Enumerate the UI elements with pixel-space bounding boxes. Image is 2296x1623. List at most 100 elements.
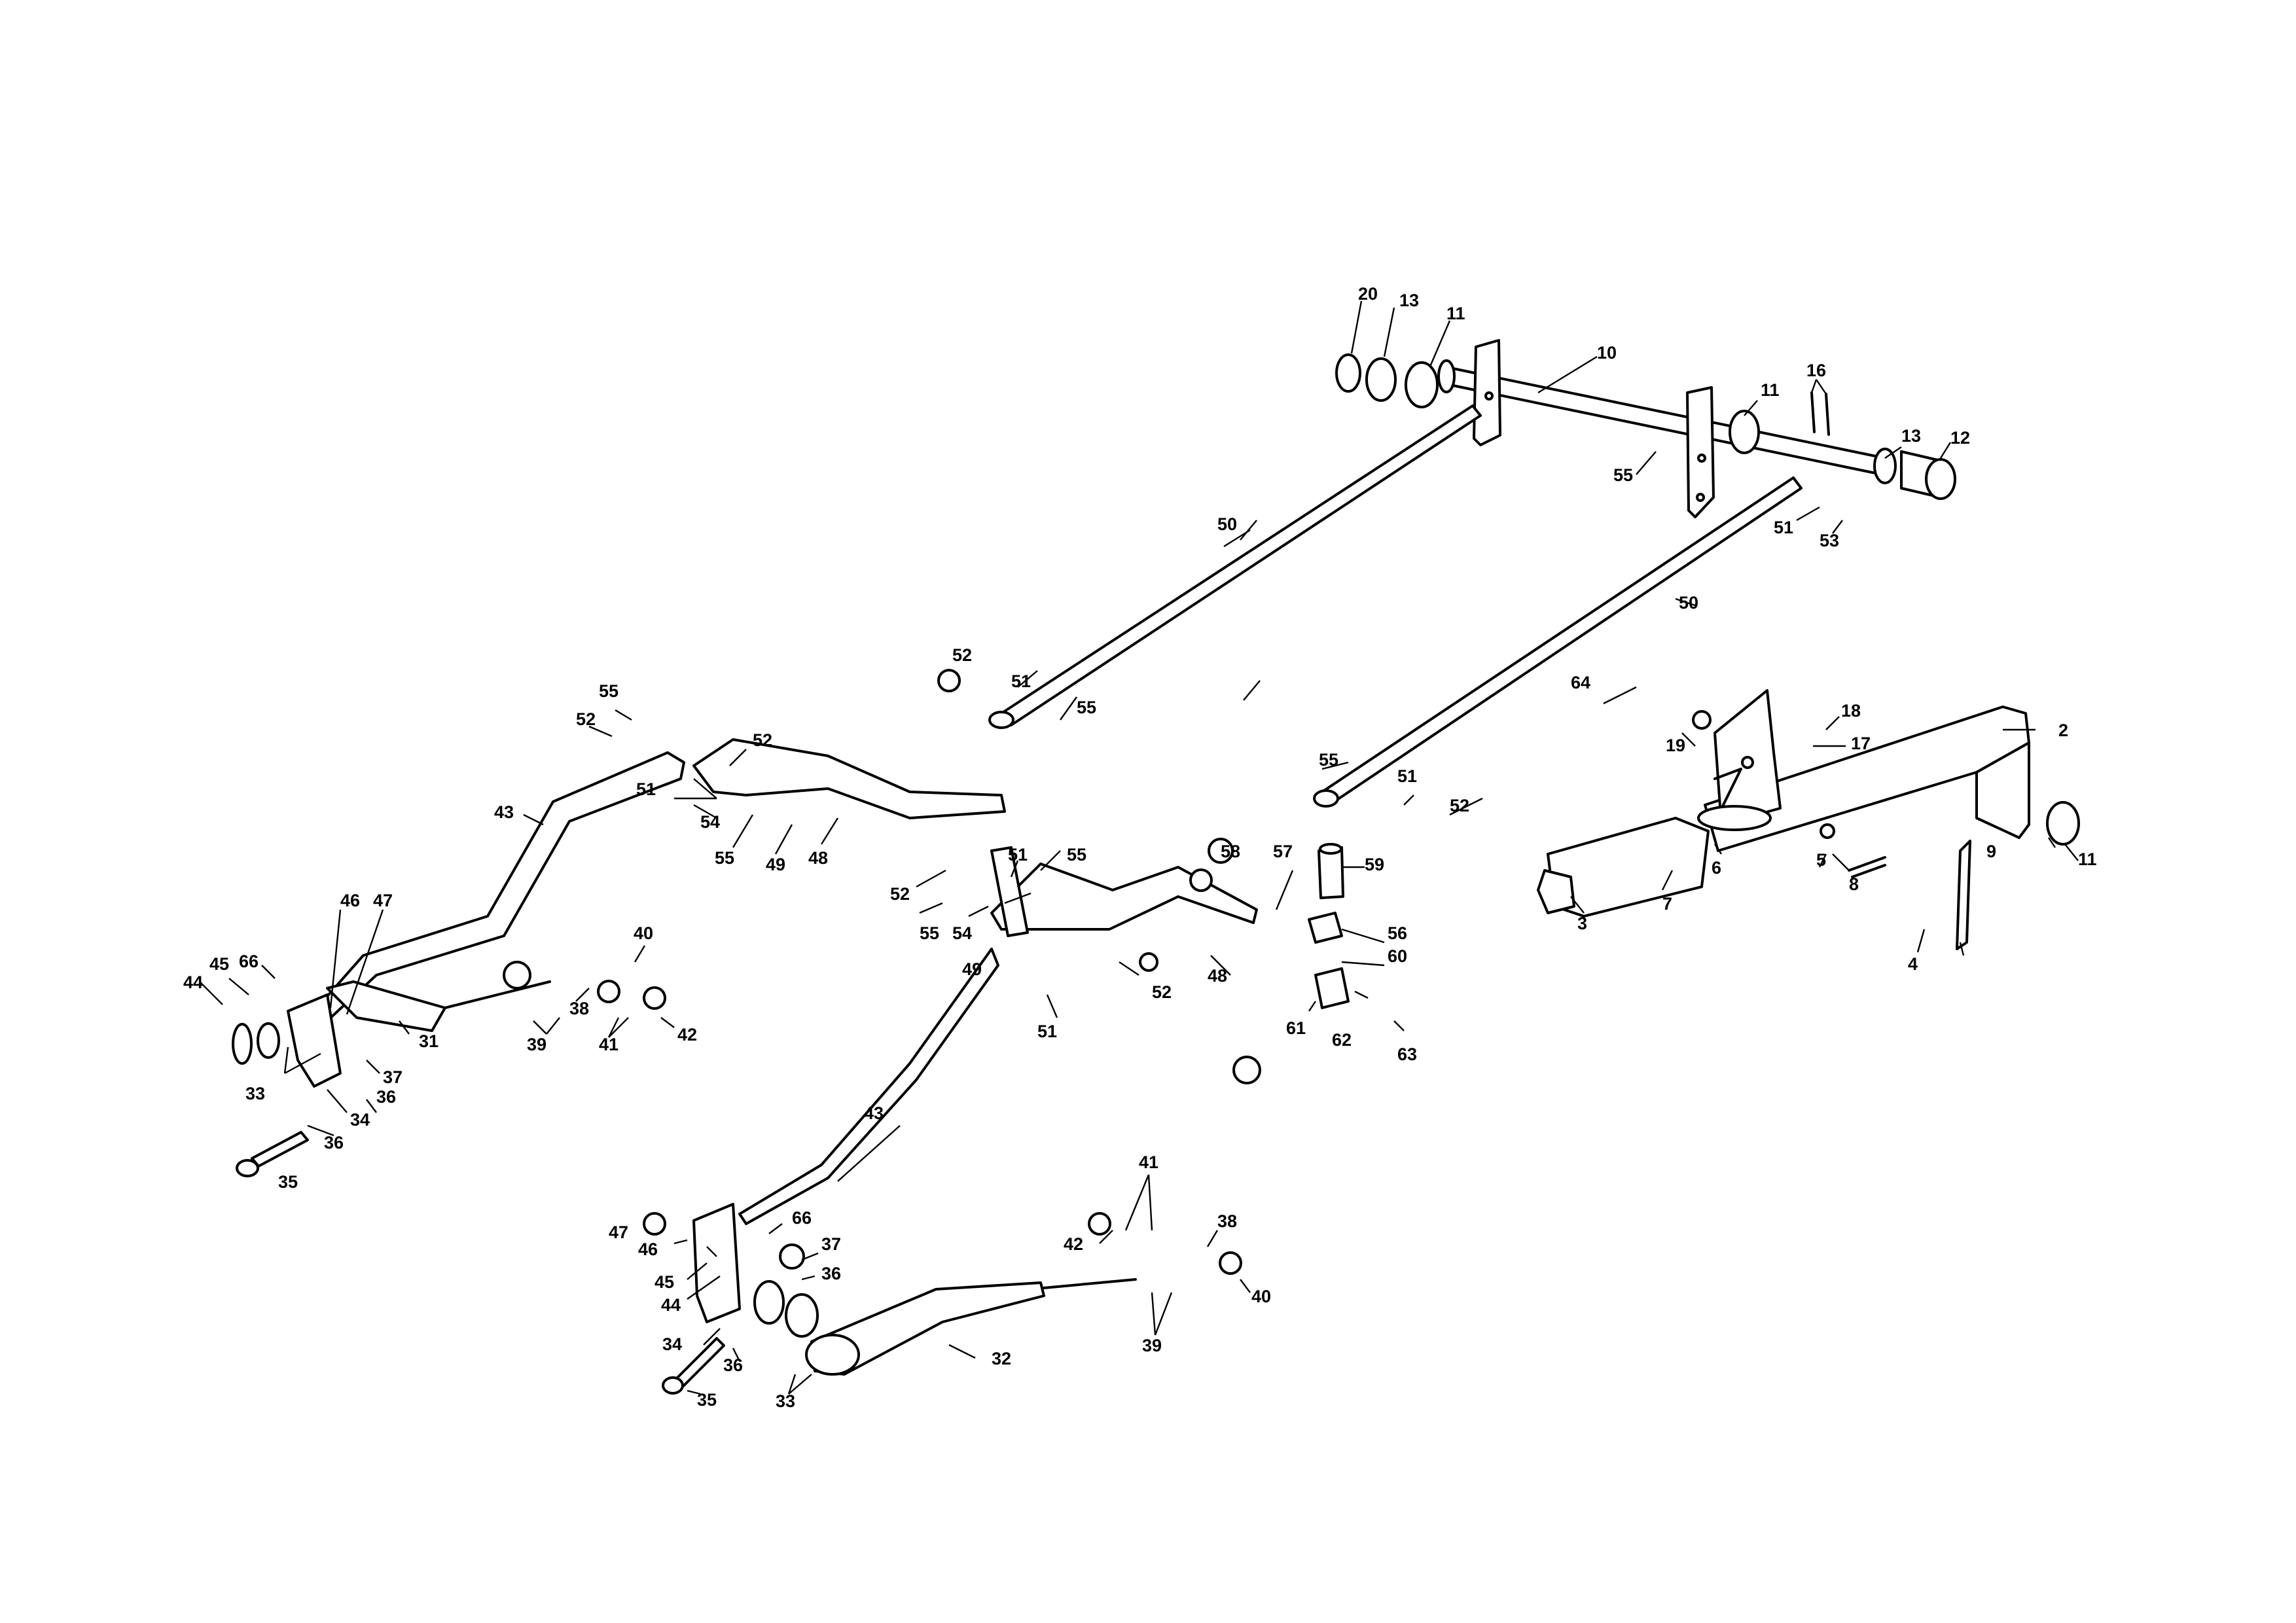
callout-4: 4 (1908, 954, 1918, 974)
callout-54: 54 (700, 812, 720, 832)
callout-41: 41 (599, 1035, 619, 1054)
shaft-assembly (1335, 339, 1956, 518)
callout-66: 66 (792, 1208, 812, 1228)
left-linkage (232, 738, 1006, 1177)
callout-50: 50 (1217, 514, 1237, 534)
callout-13: 13 (1901, 426, 1921, 446)
callout-11: 11 (2078, 849, 2097, 869)
callout-37: 37 (383, 1067, 403, 1087)
callout-2: 2 (2058, 721, 2068, 740)
callout-59: 59 (1365, 855, 1384, 874)
callout-10: 10 (1597, 343, 1617, 363)
callout-51: 51 (636, 779, 656, 799)
callout-52: 52 (753, 730, 772, 750)
callout-51: 51 (1037, 1022, 1057, 1041)
callout-44: 44 (183, 972, 203, 992)
callout-36: 36 (324, 1133, 344, 1152)
callout-51: 51 (1008, 845, 1028, 865)
callout-36: 36 (723, 1355, 743, 1375)
callout-51: 51 (1774, 518, 1793, 537)
callout-48: 48 (808, 848, 828, 868)
callout-33: 33 (245, 1084, 265, 1103)
callout-49: 49 (962, 959, 982, 979)
callout-20: 20 (1358, 284, 1378, 304)
callout-48: 48 (1208, 966, 1227, 986)
callout-40: 40 (634, 923, 653, 943)
callout-52: 52 (1152, 982, 1172, 1002)
callout-34: 34 (662, 1334, 682, 1354)
callout-39: 39 (527, 1035, 547, 1054)
callout-55: 55 (1319, 750, 1338, 770)
callout-17: 17 (1851, 734, 1871, 753)
callout-16: 16 (1806, 361, 1826, 380)
callout-49: 49 (766, 855, 785, 874)
callout-66: 66 (239, 952, 259, 971)
callout-55: 55 (599, 681, 619, 701)
callout-5: 5 (1816, 850, 1826, 870)
callout-19: 19 (1666, 736, 1685, 755)
callout-55: 55 (1613, 465, 1633, 485)
callout-61: 61 (1286, 1018, 1306, 1038)
callout-55: 55 (1077, 698, 1096, 717)
leader-lines (199, 300, 2079, 1395)
callout-13: 13 (1399, 291, 1419, 310)
callout-6: 6 (1712, 858, 1721, 878)
callout-63: 63 (1397, 1044, 1417, 1064)
callout-35: 35 (697, 1390, 717, 1410)
callout-55: 55 (1067, 845, 1086, 865)
callout-9: 9 (1986, 842, 1996, 861)
callout-37: 37 (821, 1234, 841, 1254)
callout-36: 36 (821, 1264, 841, 1283)
callout-46: 46 (638, 1240, 658, 1259)
callout-3: 3 (1577, 914, 1587, 933)
callout-42: 42 (1064, 1234, 1083, 1254)
callout-18: 18 (1841, 701, 1861, 721)
callout-47: 47 (373, 891, 393, 910)
fasteners (503, 669, 1772, 1275)
callout-53: 53 (1820, 531, 1839, 550)
callout-7: 7 (1662, 894, 1672, 914)
callout-36: 36 (376, 1087, 396, 1107)
callout-11: 11 (1446, 304, 1465, 323)
callout-labels: 20 13 11 10 11 16 13 12 55 51 53 50 50 6… (183, 284, 2097, 1411)
callout-12: 12 (1950, 428, 1970, 448)
callout-54: 54 (952, 923, 972, 943)
callout-55: 55 (715, 848, 734, 868)
front-linkage (662, 1203, 1137, 1395)
callout-42: 42 (677, 1025, 697, 1044)
callout-51: 51 (1011, 671, 1031, 691)
long-rods (988, 404, 1803, 808)
callout-41: 41 (1139, 1152, 1158, 1172)
callout-57: 57 (1273, 842, 1293, 861)
callout-38: 38 (569, 999, 589, 1018)
callout-40: 40 (1251, 1287, 1271, 1306)
callout-31: 31 (419, 1031, 439, 1051)
callout-34: 34 (350, 1110, 370, 1130)
callout-55: 55 (920, 923, 939, 943)
callout-8: 8 (1849, 874, 1859, 894)
callout-51: 51 (1397, 766, 1417, 786)
callout-43: 43 (494, 802, 514, 822)
callout-11: 11 (1761, 380, 1780, 400)
callout-58: 58 (1221, 842, 1240, 861)
callout-35: 35 (278, 1172, 298, 1192)
callout-46: 46 (340, 891, 360, 910)
callout-56: 56 (1388, 923, 1407, 943)
callout-38: 38 (1217, 1211, 1237, 1231)
callout-43: 43 (864, 1103, 884, 1123)
callout-32: 32 (992, 1349, 1011, 1368)
callout-64: 64 (1571, 673, 1590, 692)
callout-33: 33 (776, 1391, 795, 1411)
callout-52: 52 (952, 645, 972, 665)
height-lever (1537, 689, 2080, 950)
callout-50: 50 (1679, 593, 1698, 613)
callout-52: 52 (890, 884, 910, 904)
callout-45: 45 (655, 1272, 674, 1292)
callout-47: 47 (609, 1222, 628, 1242)
callout-62: 62 (1332, 1030, 1352, 1050)
callout-52: 52 (576, 709, 596, 729)
parts-drawing (232, 339, 2080, 1395)
callout-39: 39 (1142, 1336, 1162, 1355)
callout-44: 44 (661, 1295, 681, 1315)
